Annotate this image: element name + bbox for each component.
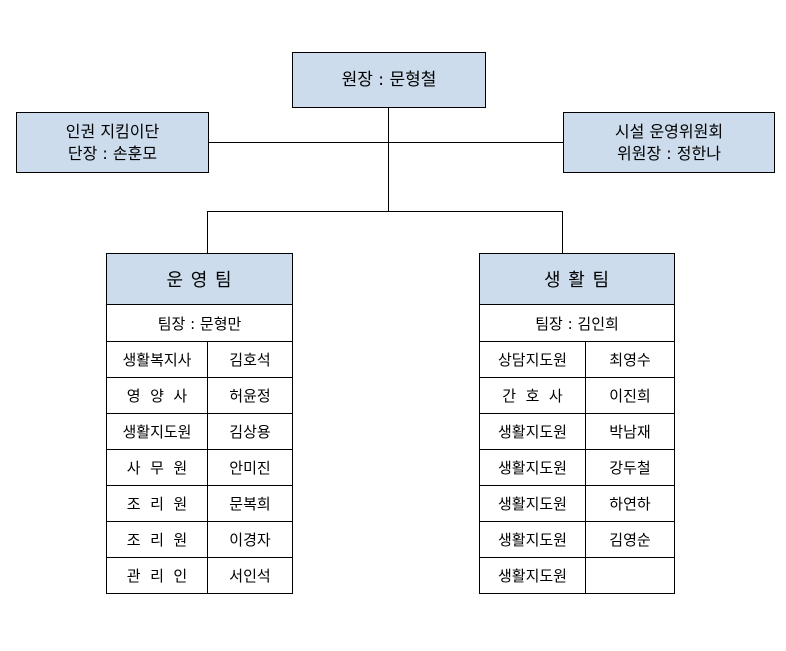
- person-cell: 문복희: [207, 485, 293, 522]
- role-cell: 생활지도원: [106, 413, 208, 450]
- person-cell: 이경자: [207, 521, 293, 558]
- team-operations-title: 운 영 팀: [106, 253, 293, 305]
- role-cell: 관 리 인: [106, 557, 208, 594]
- person-cell: 김호석: [207, 341, 293, 378]
- table-row: 관 리 인 서인석: [106, 557, 293, 594]
- person-cell: 안미진: [207, 449, 293, 486]
- node-human-rights-group: 인권 지킴이단 단장 : 손훈모: [16, 112, 209, 173]
- connector-satellite-bar: [208, 142, 564, 143]
- team-living-title: 생 활 팀: [479, 253, 675, 305]
- team-table-operations: 운 영 팀 팀장 : 문형만 생활복지사 김호석 영 양 사 허윤정 생활지도원…: [106, 253, 293, 594]
- table-row: 조 리 원 문복희: [106, 485, 293, 522]
- table-row: 상담지도원 최영수: [479, 341, 675, 378]
- role-cell: 조 리 원: [106, 521, 208, 558]
- connector-branch-bar: [207, 211, 563, 212]
- role-cell: 생활지도원: [479, 557, 586, 594]
- table-row: 조 리 원 이경자: [106, 521, 293, 558]
- team-operations-lead-row: 팀장 : 문형만: [106, 304, 293, 342]
- role-cell: 생활지도원: [479, 485, 586, 522]
- team-operations-title-row: 운 영 팀: [106, 253, 293, 305]
- node-human-rights-line1: 인권 지킴이단: [65, 121, 160, 141]
- table-row: 사 무 원 안미진: [106, 449, 293, 486]
- person-cell: 서인석: [207, 557, 293, 594]
- team-living-lead-row: 팀장 : 김인희: [479, 304, 675, 342]
- person-cell: 김영순: [585, 521, 675, 558]
- node-steering-committee-line1: 시설 운영위원회: [614, 121, 724, 141]
- node-director-line1: 원장 : 문형철: [341, 69, 437, 90]
- team-table-living: 생 활 팀 팀장 : 김인희 상담지도원 최영수 간 호 사 이진희 생활지도원…: [479, 253, 675, 594]
- role-cell: 간 호 사: [479, 377, 586, 414]
- team-living-lead: 팀장 : 김인희: [479, 304, 675, 342]
- table-row: 생활지도원 강두철: [479, 449, 675, 486]
- person-cell: 강두철: [585, 449, 675, 486]
- role-cell: 조 리 원: [106, 485, 208, 522]
- role-cell: 사 무 원: [106, 449, 208, 486]
- connector-root-stem: [388, 107, 389, 212]
- table-row: 영 양 사 허윤정: [106, 377, 293, 414]
- role-cell: 상담지도원: [479, 341, 586, 378]
- node-human-rights-line2: 단장 : 손훈모: [67, 143, 158, 163]
- person-cell: 최영수: [585, 341, 675, 378]
- role-cell: 영 양 사: [106, 377, 208, 414]
- node-steering-committee-line2: 위원장 : 정한나: [617, 143, 721, 163]
- node-steering-committee: 시설 운영위원회 위원장 : 정한나: [563, 112, 775, 173]
- person-cell: [585, 557, 675, 594]
- person-cell: 이진희: [585, 377, 675, 414]
- person-cell: 박남재: [585, 413, 675, 450]
- person-cell: 김상용: [207, 413, 293, 450]
- table-row: 생활지도원 박남재: [479, 413, 675, 450]
- role-cell: 생활복지사: [106, 341, 208, 378]
- node-director: 원장 : 문형철: [292, 52, 486, 108]
- role-cell: 생활지도원: [479, 521, 586, 558]
- person-cell: 하연하: [585, 485, 675, 522]
- team-operations-lead: 팀장 : 문형만: [106, 304, 293, 342]
- table-row: 간 호 사 이진희: [479, 377, 675, 414]
- connector-branch-right: [562, 211, 563, 253]
- role-cell: 생활지도원: [479, 413, 586, 450]
- table-row: 생활복지사 김호석: [106, 341, 293, 378]
- team-living-title-row: 생 활 팀: [479, 253, 675, 305]
- person-cell: 허윤정: [207, 377, 293, 414]
- role-cell: 생활지도원: [479, 449, 586, 486]
- table-row: 생활지도원 김영순: [479, 521, 675, 558]
- table-row: 생활지도원: [479, 557, 675, 594]
- table-row: 생활지도원 하연하: [479, 485, 675, 522]
- table-row: 생활지도원 김상용: [106, 413, 293, 450]
- connector-branch-left: [207, 211, 208, 253]
